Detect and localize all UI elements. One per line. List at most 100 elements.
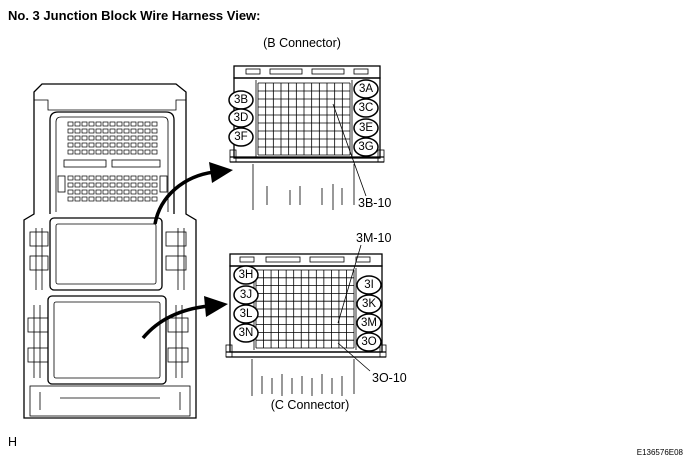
fuse-cell: [88, 175, 95, 181]
side-slot-right: [159, 175, 168, 193]
socket-b-inner: [55, 223, 157, 285]
fuse-cell: [109, 189, 116, 195]
fuse-cell: [102, 135, 109, 141]
fuse-cell: [81, 149, 88, 155]
svg-text:3I: 3I: [364, 279, 374, 291]
fuse-cell: [88, 182, 95, 188]
fuse-cell: [123, 135, 130, 141]
callout-3b-10-leader: [332, 103, 367, 197]
fuse-cell: [144, 175, 151, 181]
clip-left-4: [27, 347, 49, 363]
fuse-cell: [123, 175, 130, 181]
fuse-cell: [95, 182, 102, 188]
pin-oval-3a: 3A: [353, 79, 379, 99]
b-connector-top-rim: [233, 65, 381, 79]
fuse-cell: [74, 182, 81, 188]
fuse-cell: [74, 196, 81, 202]
c-connector-top-rim: [229, 253, 383, 267]
clip-left-2: [29, 255, 49, 271]
diagram-title: No. 3 Junction Block Wire Harness View:: [8, 8, 261, 23]
b-connector-label: (B Connector): [263, 36, 341, 50]
fuse-cell: [102, 128, 109, 134]
fuse-cell: [102, 175, 109, 181]
fuse-cell: [88, 128, 95, 134]
fuse-cell: [81, 189, 88, 195]
pin-oval-3i: 3I: [356, 275, 382, 295]
pin-oval-3f: 3F: [228, 127, 254, 147]
fuse-cell: [95, 128, 102, 134]
pin-oval-3n: 3N: [233, 323, 259, 343]
fuse-cell: [151, 175, 158, 181]
svg-text:3M: 3M: [361, 317, 377, 329]
clip-right-2: [165, 255, 187, 271]
fuse-cell: [144, 182, 151, 188]
fuse-cell: [67, 135, 74, 141]
center-bar-right: [111, 159, 161, 168]
c-connector-wires: [251, 359, 355, 396]
fuse-cell: [109, 121, 116, 127]
fuse-cell: [116, 196, 123, 202]
pin-oval-3e: 3E: [353, 118, 379, 138]
fuse-cell: [130, 121, 137, 127]
fuse-cell: [109, 135, 116, 141]
svg-text:3K: 3K: [362, 298, 376, 310]
svg-text:3G: 3G: [358, 141, 373, 153]
callout-3m-10-leader: [337, 244, 362, 324]
side-slot-left: [57, 175, 66, 193]
arrow-to-b-connector: [153, 162, 233, 225]
fuse-cell: [144, 189, 151, 195]
fuse-cell: [81, 142, 88, 148]
fuse-cell: [116, 189, 123, 195]
pin-oval-3b: 3B: [228, 90, 254, 110]
fuse-cell: [95, 135, 102, 141]
socket-b-frame: [49, 217, 163, 291]
fuse-cell: [109, 175, 116, 181]
pin-oval-3o: 3O: [356, 332, 382, 352]
fuse-cell: [123, 196, 130, 202]
callout-3m-10: 3M-10: [356, 231, 391, 245]
svg-text:3O: 3O: [361, 336, 376, 348]
clip-right-1: [165, 231, 187, 247]
fuse-cell: [102, 142, 109, 148]
clip-right-4: [167, 347, 189, 363]
fuse-cell: [67, 149, 74, 155]
fuse-cell: [102, 121, 109, 127]
svg-text:3E: 3E: [359, 122, 373, 134]
fuse-cell: [88, 121, 95, 127]
fuse-cell: [123, 128, 130, 134]
fuse-cell: [88, 189, 95, 195]
fuse-cell: [81, 121, 88, 127]
fuse-cell: [88, 196, 95, 202]
fuse-cell: [102, 189, 109, 195]
fuse-cell: [109, 149, 116, 155]
fuse-cell: [151, 196, 158, 202]
fuse-cell: [95, 189, 102, 195]
svg-text:3J: 3J: [240, 289, 252, 301]
fuse-cell: [137, 135, 144, 141]
callout-3b-10: 3B-10: [358, 196, 391, 210]
fuse-cell: [151, 182, 158, 188]
c-connector: 3H 3J 3L 3N 3I 3K 3M 3O: [225, 231, 407, 396]
fuse-cell: [151, 149, 158, 155]
fuse-cell: [137, 189, 144, 195]
fuse-cell: [81, 182, 88, 188]
pin-oval-3h: 3H: [233, 265, 259, 285]
svg-text:3C: 3C: [359, 102, 374, 114]
fuse-cell: [130, 182, 137, 188]
fuse-cell: [144, 196, 151, 202]
fuse-cell: [137, 149, 144, 155]
footer-mark: H: [8, 435, 17, 449]
fuse-cell: [137, 182, 144, 188]
junction-block-outline: [23, 83, 197, 419]
fuse-cell: [95, 149, 102, 155]
svg-text:3N: 3N: [239, 327, 254, 339]
fuse-cell: [74, 175, 81, 181]
fuse-cell: [95, 175, 102, 181]
fuse-cell: [116, 121, 123, 127]
clip-rails: [33, 228, 185, 378]
fuse-cell: [81, 128, 88, 134]
pin-oval-3k: 3K: [356, 294, 382, 314]
clip-left-3: [27, 317, 49, 333]
fuse-cell: [130, 128, 137, 134]
callout-3o-10: 3O-10: [372, 371, 407, 385]
